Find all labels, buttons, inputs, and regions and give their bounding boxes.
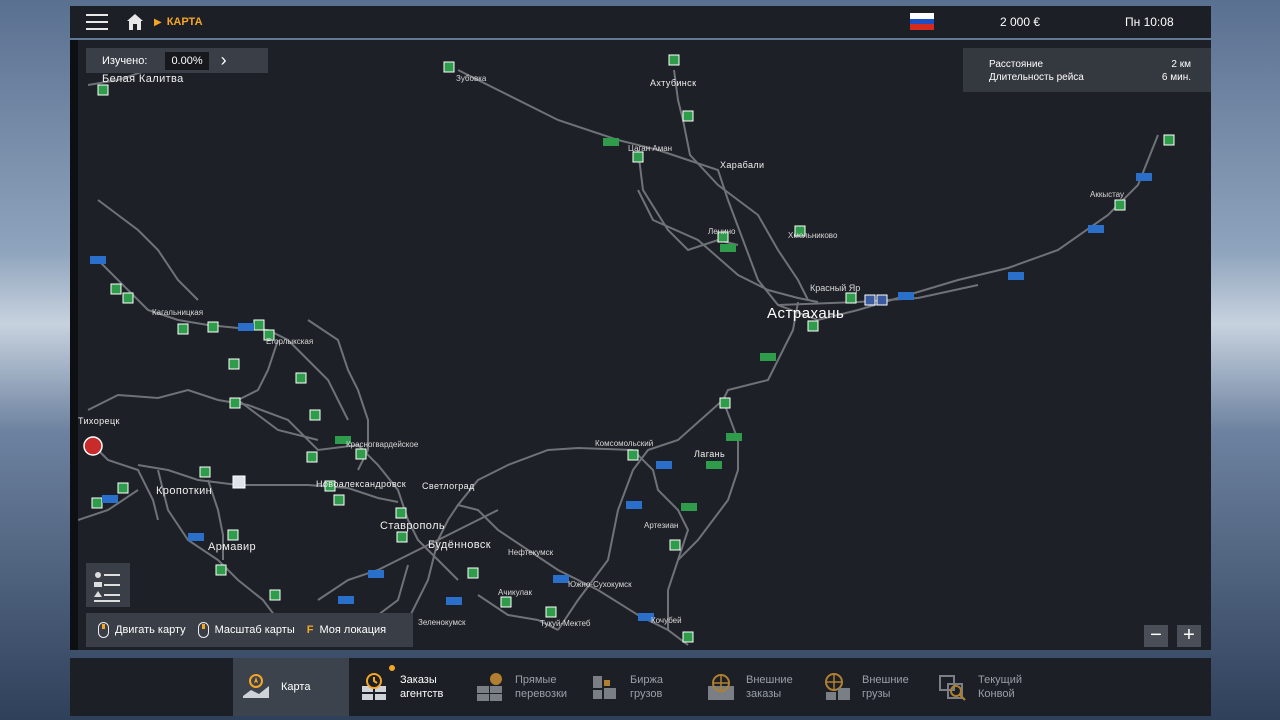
city-label[interactable]: Егорлыкская xyxy=(266,337,314,346)
zoom-out-button[interactable]: − xyxy=(1144,625,1168,647)
world-map[interactable]: Белая Калитва Зубовка Ахтубинск Цаган Ам… xyxy=(70,40,1211,650)
direct-transport-icon xyxy=(477,673,502,701)
mouse-icon xyxy=(98,622,109,638)
tab-label: Карта xyxy=(281,681,311,693)
drag-hint-label: Двигать карту xyxy=(115,624,186,636)
agency-orders-icon xyxy=(362,673,386,700)
explored-panel: Изучено: 0.00% › xyxy=(86,48,268,73)
road-network xyxy=(78,49,1175,646)
drag-hint: Двигать карту xyxy=(98,622,186,638)
city-label[interactable]: Комсомольский xyxy=(595,439,654,448)
city-label[interactable]: Аккыстау xyxy=(1090,190,1125,199)
explored-label: Изучено: xyxy=(102,54,148,67)
convoy-icon xyxy=(939,675,966,701)
game-clock: Пн 10:08 xyxy=(1125,15,1174,29)
city-label[interactable]: Кочубей xyxy=(651,616,682,625)
controls-hint-bar: Двигать карту Масштаб карты F Моя локация xyxy=(86,613,413,647)
tab-map[interactable]: Карта xyxy=(233,658,349,716)
top-bar: ▶ КАРТА 2 000 € Пн 10:08 xyxy=(70,6,1211,38)
external-orders-icon xyxy=(708,674,734,700)
city-label[interactable]: Хмельниково xyxy=(788,231,838,240)
city-label[interactable]: Кропоткин xyxy=(156,485,213,497)
city-label[interactable]: Артезиан xyxy=(644,521,679,530)
city-label[interactable]: Ахтубинск xyxy=(650,78,697,88)
my-location-label: Моя локация xyxy=(319,624,387,636)
city-label[interactable]: Южно-Сухокумск xyxy=(568,580,632,589)
f-key-icon: F xyxy=(306,624,314,636)
city-label[interactable]: Белая Калитва xyxy=(102,73,184,85)
city-label[interactable]: Цаган Аман xyxy=(628,144,673,153)
city-label[interactable]: Тихорецк xyxy=(78,416,120,426)
explored-value: 0.00% xyxy=(165,51,209,70)
route-info-panel: Расстояние 2 км Длительность рейса 6 мин. xyxy=(963,48,1211,92)
breadcrumb[interactable]: КАРТА xyxy=(166,16,203,28)
menu-icon[interactable] xyxy=(86,14,108,30)
my-location-hint[interactable]: F Моя локация xyxy=(307,624,386,636)
legend-button[interactable] xyxy=(86,563,130,607)
city-label[interactable]: Тукуй-Мектеб xyxy=(540,619,591,628)
money-balance: 2 000 € xyxy=(1000,15,1041,29)
city-label[interactable]: Кагальницкая xyxy=(152,308,204,317)
distance-label: Расстояние xyxy=(989,59,1044,70)
city-label[interactable]: Новоалександровск xyxy=(316,479,407,489)
city-label[interactable]: Красногвардейское xyxy=(346,440,419,449)
city-label[interactable]: Астрахань xyxy=(767,305,845,322)
city-label[interactable]: Ставрополь xyxy=(380,520,446,532)
city-label[interactable]: Зубовка xyxy=(456,74,487,83)
zoom-hint-label: Масштаб карты xyxy=(214,624,295,636)
city-label[interactable]: Ленино xyxy=(708,227,736,236)
russia-flag-icon xyxy=(910,13,934,30)
notification-dot xyxy=(389,665,395,671)
duration-value: 6 мин. xyxy=(1161,72,1191,83)
breadcrumb-arrow-icon: ▶ xyxy=(154,16,162,28)
city-label[interactable]: Зеленокумск xyxy=(418,618,466,627)
city-label[interactable]: Будённовск xyxy=(428,539,491,551)
city-label[interactable]: Армавир xyxy=(208,541,257,553)
city-label[interactable]: Красный Яр xyxy=(810,283,861,293)
distance-value: 2 км xyxy=(1171,59,1191,70)
zoom-hint: Масштаб карты xyxy=(197,622,295,638)
external-cargo-icon xyxy=(825,673,850,700)
home-icon[interactable] xyxy=(126,13,144,31)
city-label[interactable]: Нефтекумск xyxy=(508,548,554,557)
city-label[interactable]: Лагань xyxy=(694,449,726,459)
zoom-in-button[interactable]: + xyxy=(1177,625,1201,647)
map-icon xyxy=(243,674,269,698)
city-label[interactable]: Ачикулак xyxy=(498,588,533,597)
duration-label: Длительность рейса xyxy=(989,72,1084,83)
city-label[interactable]: Харабали xyxy=(720,160,765,170)
mouse-icon xyxy=(197,622,209,638)
city-label[interactable]: Светлоград xyxy=(422,481,475,491)
legend-icon xyxy=(94,572,120,602)
cargo-market-icon xyxy=(593,676,616,699)
chevron-right-icon[interactable]: › xyxy=(220,50,227,70)
